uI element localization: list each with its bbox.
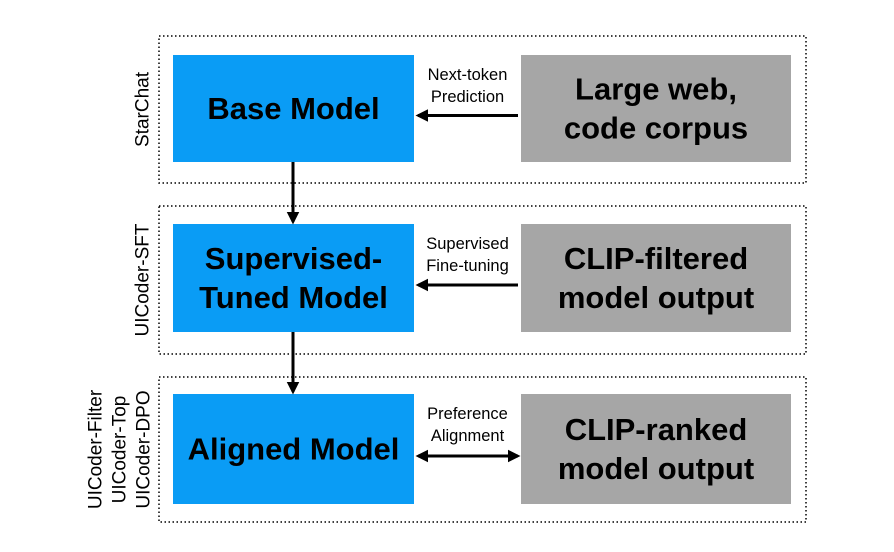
- edge-label-3-line-2: Alignment: [431, 427, 505, 445]
- stage-side-label-2-1: UICoder-SFT: [133, 223, 154, 336]
- stage-frame-2: [158, 205, 807, 355]
- edge-label-1-line-1: Next-token: [428, 66, 508, 84]
- data-box-1: [521, 55, 791, 162]
- edge-label-2-line-1: Supervised: [426, 235, 509, 253]
- data-box-3-text-line-1: CLIP-ranked: [565, 412, 748, 447]
- stage-side-label-3-1: UICoder-Filter: [86, 389, 107, 509]
- model-box-1: [173, 55, 414, 162]
- edge-label-2-line-2: Fine-tuning: [426, 257, 509, 275]
- model-box-3-text-line-1: Aligned Model: [188, 432, 400, 467]
- stage-side-label-1-1: StarChat: [133, 71, 154, 147]
- data-box-1-text-line-1: Large web,: [575, 72, 737, 107]
- edge-label-1-line-2: Prediction: [431, 88, 504, 106]
- model-box-2-text-line-1: Supervised-: [205, 241, 382, 276]
- model-box-2: [173, 224, 414, 332]
- data-box-1-text-line-2: code corpus: [564, 111, 748, 146]
- data-box-2-text-line-2: model output: [558, 280, 754, 315]
- model-box-1-text-line-1: Base Model: [207, 91, 379, 126]
- stage-side-label-3-3: UICoder-DPO: [134, 390, 155, 508]
- model-box-2-text-line-2: Tuned Model: [199, 280, 388, 315]
- data-box-3: [521, 394, 791, 504]
- stage-frame-1: [158, 35, 807, 184]
- model-box-3: [173, 394, 414, 504]
- data-box-2-text-line-1: CLIP-filtered: [564, 241, 748, 276]
- stage-side-label-3-2: UICoder-Top: [110, 396, 131, 504]
- data-box-2: [521, 224, 791, 332]
- data-box-3-text-line-2: model output: [558, 451, 754, 486]
- edge-label-3-line-1: Preference: [427, 405, 508, 423]
